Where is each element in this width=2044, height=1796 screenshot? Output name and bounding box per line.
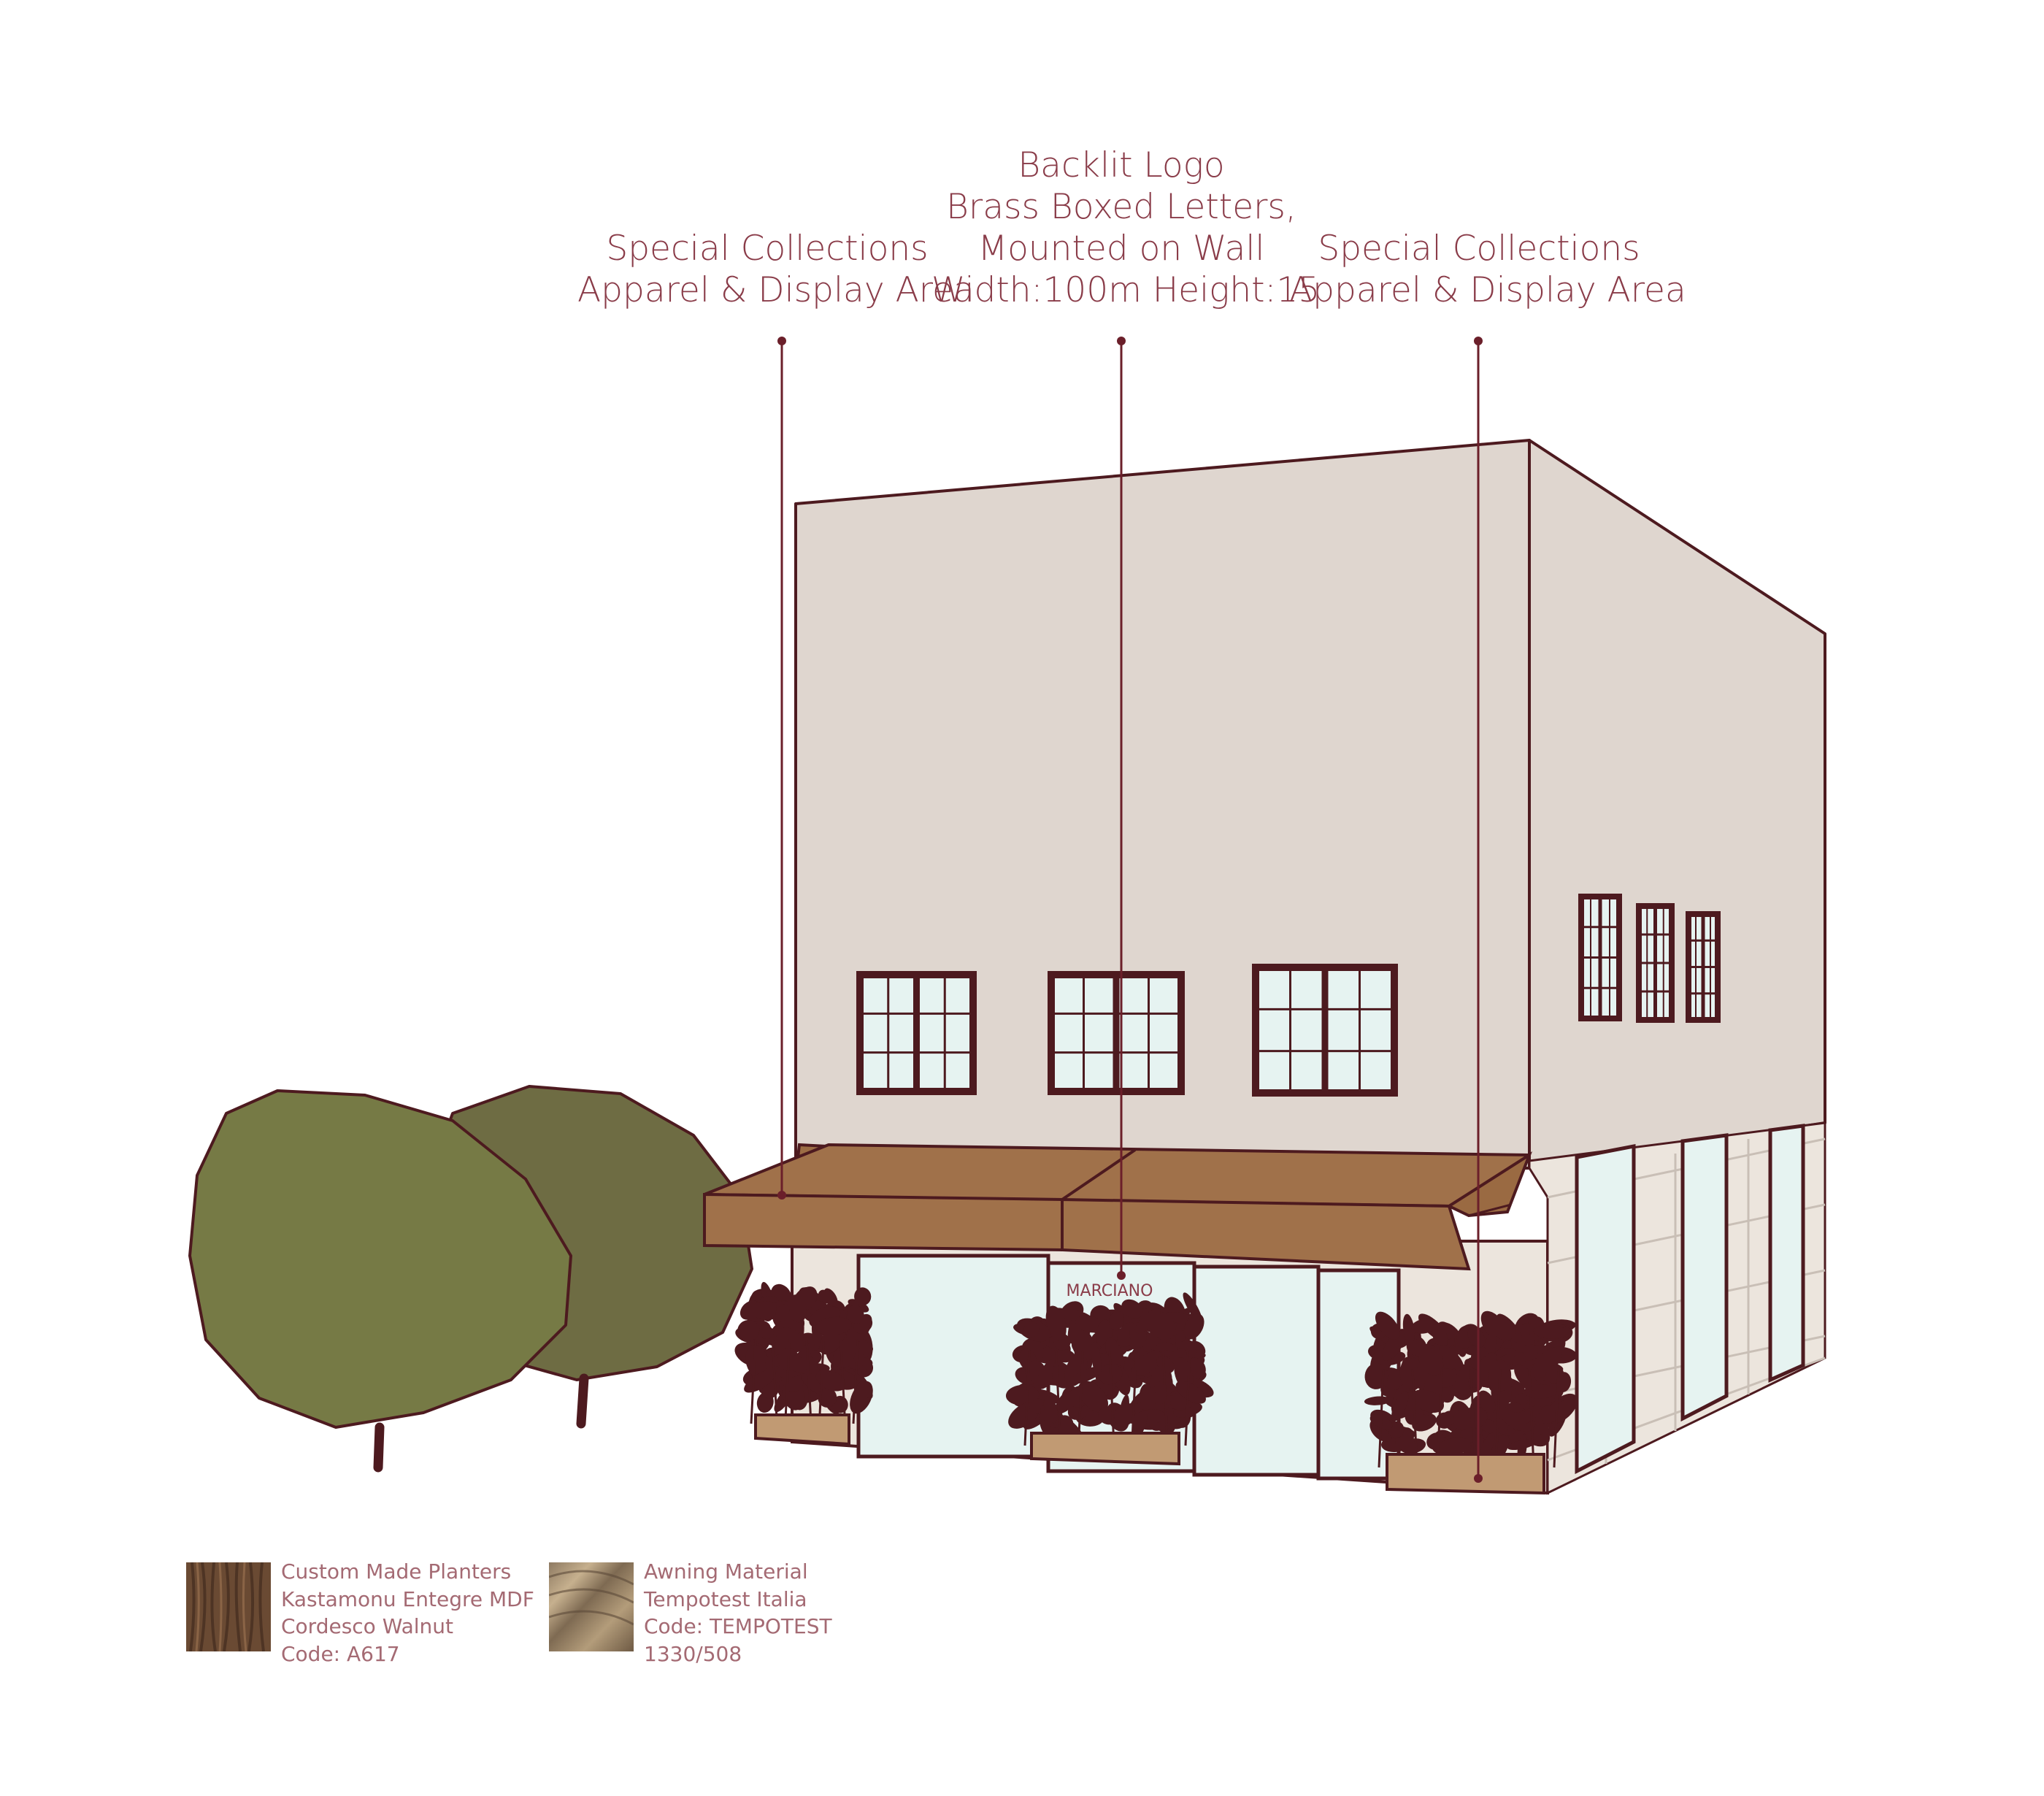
callout-left: Special Collections Apparel & Display Ar…	[577, 228, 975, 311]
planter-box-left	[754, 1413, 850, 1446]
legend-planters-line2: Kastamonu Entegre MDF	[281, 1586, 534, 1611]
front-window-1	[856, 971, 977, 1095]
legend-awning-line4: 1330/508	[644, 1641, 742, 1666]
side-upper-windows	[1578, 894, 1721, 1023]
legend-awning-line1: Awning Material	[644, 1559, 808, 1584]
awning	[703, 1143, 1533, 1271]
building-side-wall	[1528, 439, 1826, 1170]
side-window-2	[1636, 903, 1675, 1023]
legend-awning-line3: Code: TEMPOTEST	[644, 1614, 832, 1638]
planter-plants	[734, 1281, 1578, 1468]
callout-leader-lines	[777, 337, 1483, 1483]
callout-center: Backlit Logo Brass Boxed Letters, Mounte…	[931, 145, 1321, 311]
callout-left-line1: Special Collections	[606, 229, 929, 269]
legend-awning-line2: Tempotest Italia	[644, 1586, 807, 1611]
legend-planters-line3: Cordesco Walnut	[281, 1614, 454, 1638]
callout-left-line2: Apparel & Display Area	[577, 270, 975, 310]
legend-planters-line1: Custom Made Planters	[281, 1559, 512, 1584]
callout-center-line3: Mounted on Wall	[977, 229, 1265, 269]
planter-box-right	[1386, 1453, 1545, 1495]
front-window-3	[1252, 964, 1398, 1097]
callout-center-line2: Brass Boxed Letters,	[946, 187, 1296, 227]
side-storefront-glass-2[interactable]	[1680, 1133, 1729, 1422]
storefront-window-2[interactable]	[1192, 1265, 1321, 1477]
walnut-swatch	[186, 1562, 271, 1651]
callout-center-line4: Width:100m Height:15	[931, 270, 1321, 310]
callout-right: Special Collections Apparel & Display Ar…	[1289, 228, 1686, 311]
callout-right-line2: Apparel & Display Area	[1289, 270, 1686, 310]
storefront-sign: MARCIANO	[1067, 1282, 1153, 1300]
callout-right-line1: Special Collections	[1318, 229, 1640, 269]
planter-box-center	[1030, 1432, 1180, 1466]
side-storefront-glass-3[interactable]	[1768, 1124, 1805, 1383]
tree-front	[188, 1089, 572, 1473]
legend-planters-line4: Code: A617	[281, 1641, 400, 1666]
side-window-3	[1686, 911, 1721, 1023]
side-window-1	[1578, 894, 1622, 1021]
fabric-swatch	[549, 1562, 634, 1651]
side-storefront-glass-1[interactable]	[1575, 1143, 1636, 1475]
front-window-2	[1048, 971, 1185, 1095]
front-upper-windows	[856, 964, 1398, 1097]
callout-center-line1: Backlit Logo	[1018, 145, 1225, 185]
